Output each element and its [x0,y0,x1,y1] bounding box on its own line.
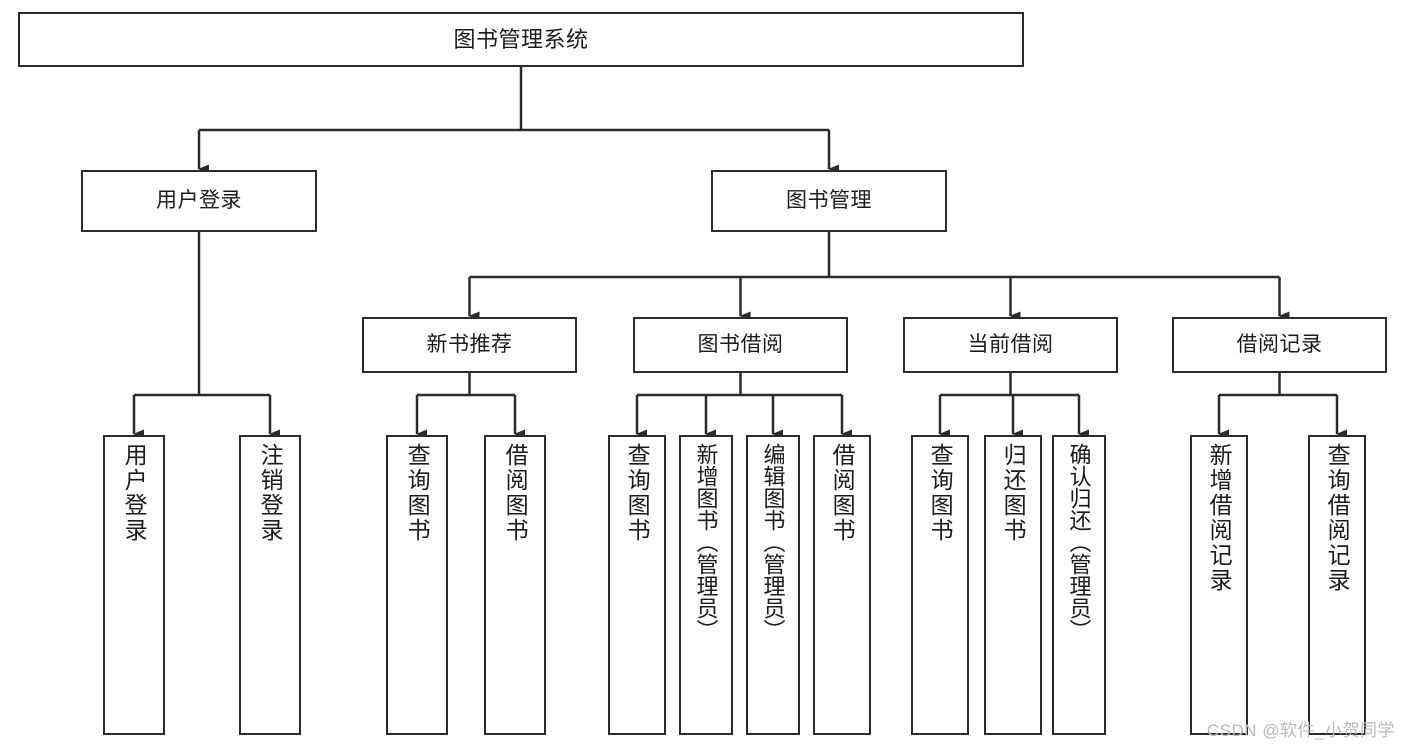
node-new-book-recommend[interactable]: 新书推荐 [362,317,577,373]
node-leaf-borrow-book-1[interactable]: 借阅图书 [484,435,546,735]
node-label-leaf-borrow-book-1: 借阅图书 [502,443,529,543]
node-label-leaf-query-book-2: 查询图书 [624,443,651,543]
node-label-user-login: 用户登录 [156,188,242,212]
node-label-leaf-query-book-1: 查询图书 [404,443,431,543]
node-leaf-confirm-return-admin[interactable]: 确认归还（管理员） [1052,435,1106,735]
node-label-leaf-edit-book-admin: 编辑图书（管理员） [760,443,786,641]
node-label-leaf-add-borrow-record: 新增借阅记录 [1206,443,1233,593]
node-leaf-add-borrow-record[interactable]: 新增借阅记录 [1190,435,1248,735]
node-label-leaf-query-borrow-record: 查询借阅记录 [1324,443,1351,593]
node-label-leaf-add-book-admin: 新增图书（管理员） [693,443,719,641]
node-label-book-manage: 图书管理 [786,188,872,212]
node-borrow-record[interactable]: 借阅记录 [1172,317,1387,373]
node-label-leaf-return-book: 归还图书 [1000,443,1027,543]
node-leaf-user-login[interactable]: 用户登录 [103,435,165,735]
node-leaf-user-logout[interactable]: 注销登录 [239,435,301,735]
node-label-current-borrow: 当前借阅 [967,332,1054,356]
node-label-root: 图书管理系统 [453,26,589,52]
node-leaf-borrow-book-2[interactable]: 借阅图书 [813,435,871,735]
node-user-login[interactable]: 用户登录 [81,170,317,232]
node-label-leaf-confirm-return-admin: 确认归还（管理员） [1066,443,1092,641]
node-leaf-query-book-1[interactable]: 查询图书 [386,435,448,735]
node-leaf-query-book-3[interactable]: 查询图书 [911,435,969,735]
node-book-borrow[interactable]: 图书借阅 [633,317,848,373]
node-leaf-return-book[interactable]: 归还图书 [984,435,1042,735]
node-label-leaf-user-logout: 注销登录 [257,443,284,543]
node-label-new-book-recommend: 新书推荐 [426,332,513,356]
node-leaf-edit-book-admin[interactable]: 编辑图书（管理员） [746,435,800,735]
node-leaf-query-book-2[interactable]: 查询图书 [608,435,666,735]
node-current-borrow[interactable]: 当前借阅 [903,317,1118,373]
node-book-manage[interactable]: 图书管理 [711,170,947,232]
node-root[interactable]: 图书管理系统 [18,12,1024,67]
node-label-borrow-record: 借阅记录 [1236,332,1323,356]
watermark-label: CSDN @软件_小贺同学 [1206,721,1395,740]
node-label-leaf-user-login: 用户登录 [121,443,148,543]
node-label-leaf-query-book-3: 查询图书 [927,443,954,543]
node-leaf-add-book-admin[interactable]: 新增图书（管理员） [679,435,733,735]
node-label-leaf-borrow-book-2: 借阅图书 [829,443,856,543]
node-leaf-query-borrow-record[interactable]: 查询借阅记录 [1308,435,1366,735]
node-label-book-borrow: 图书借阅 [697,332,784,356]
